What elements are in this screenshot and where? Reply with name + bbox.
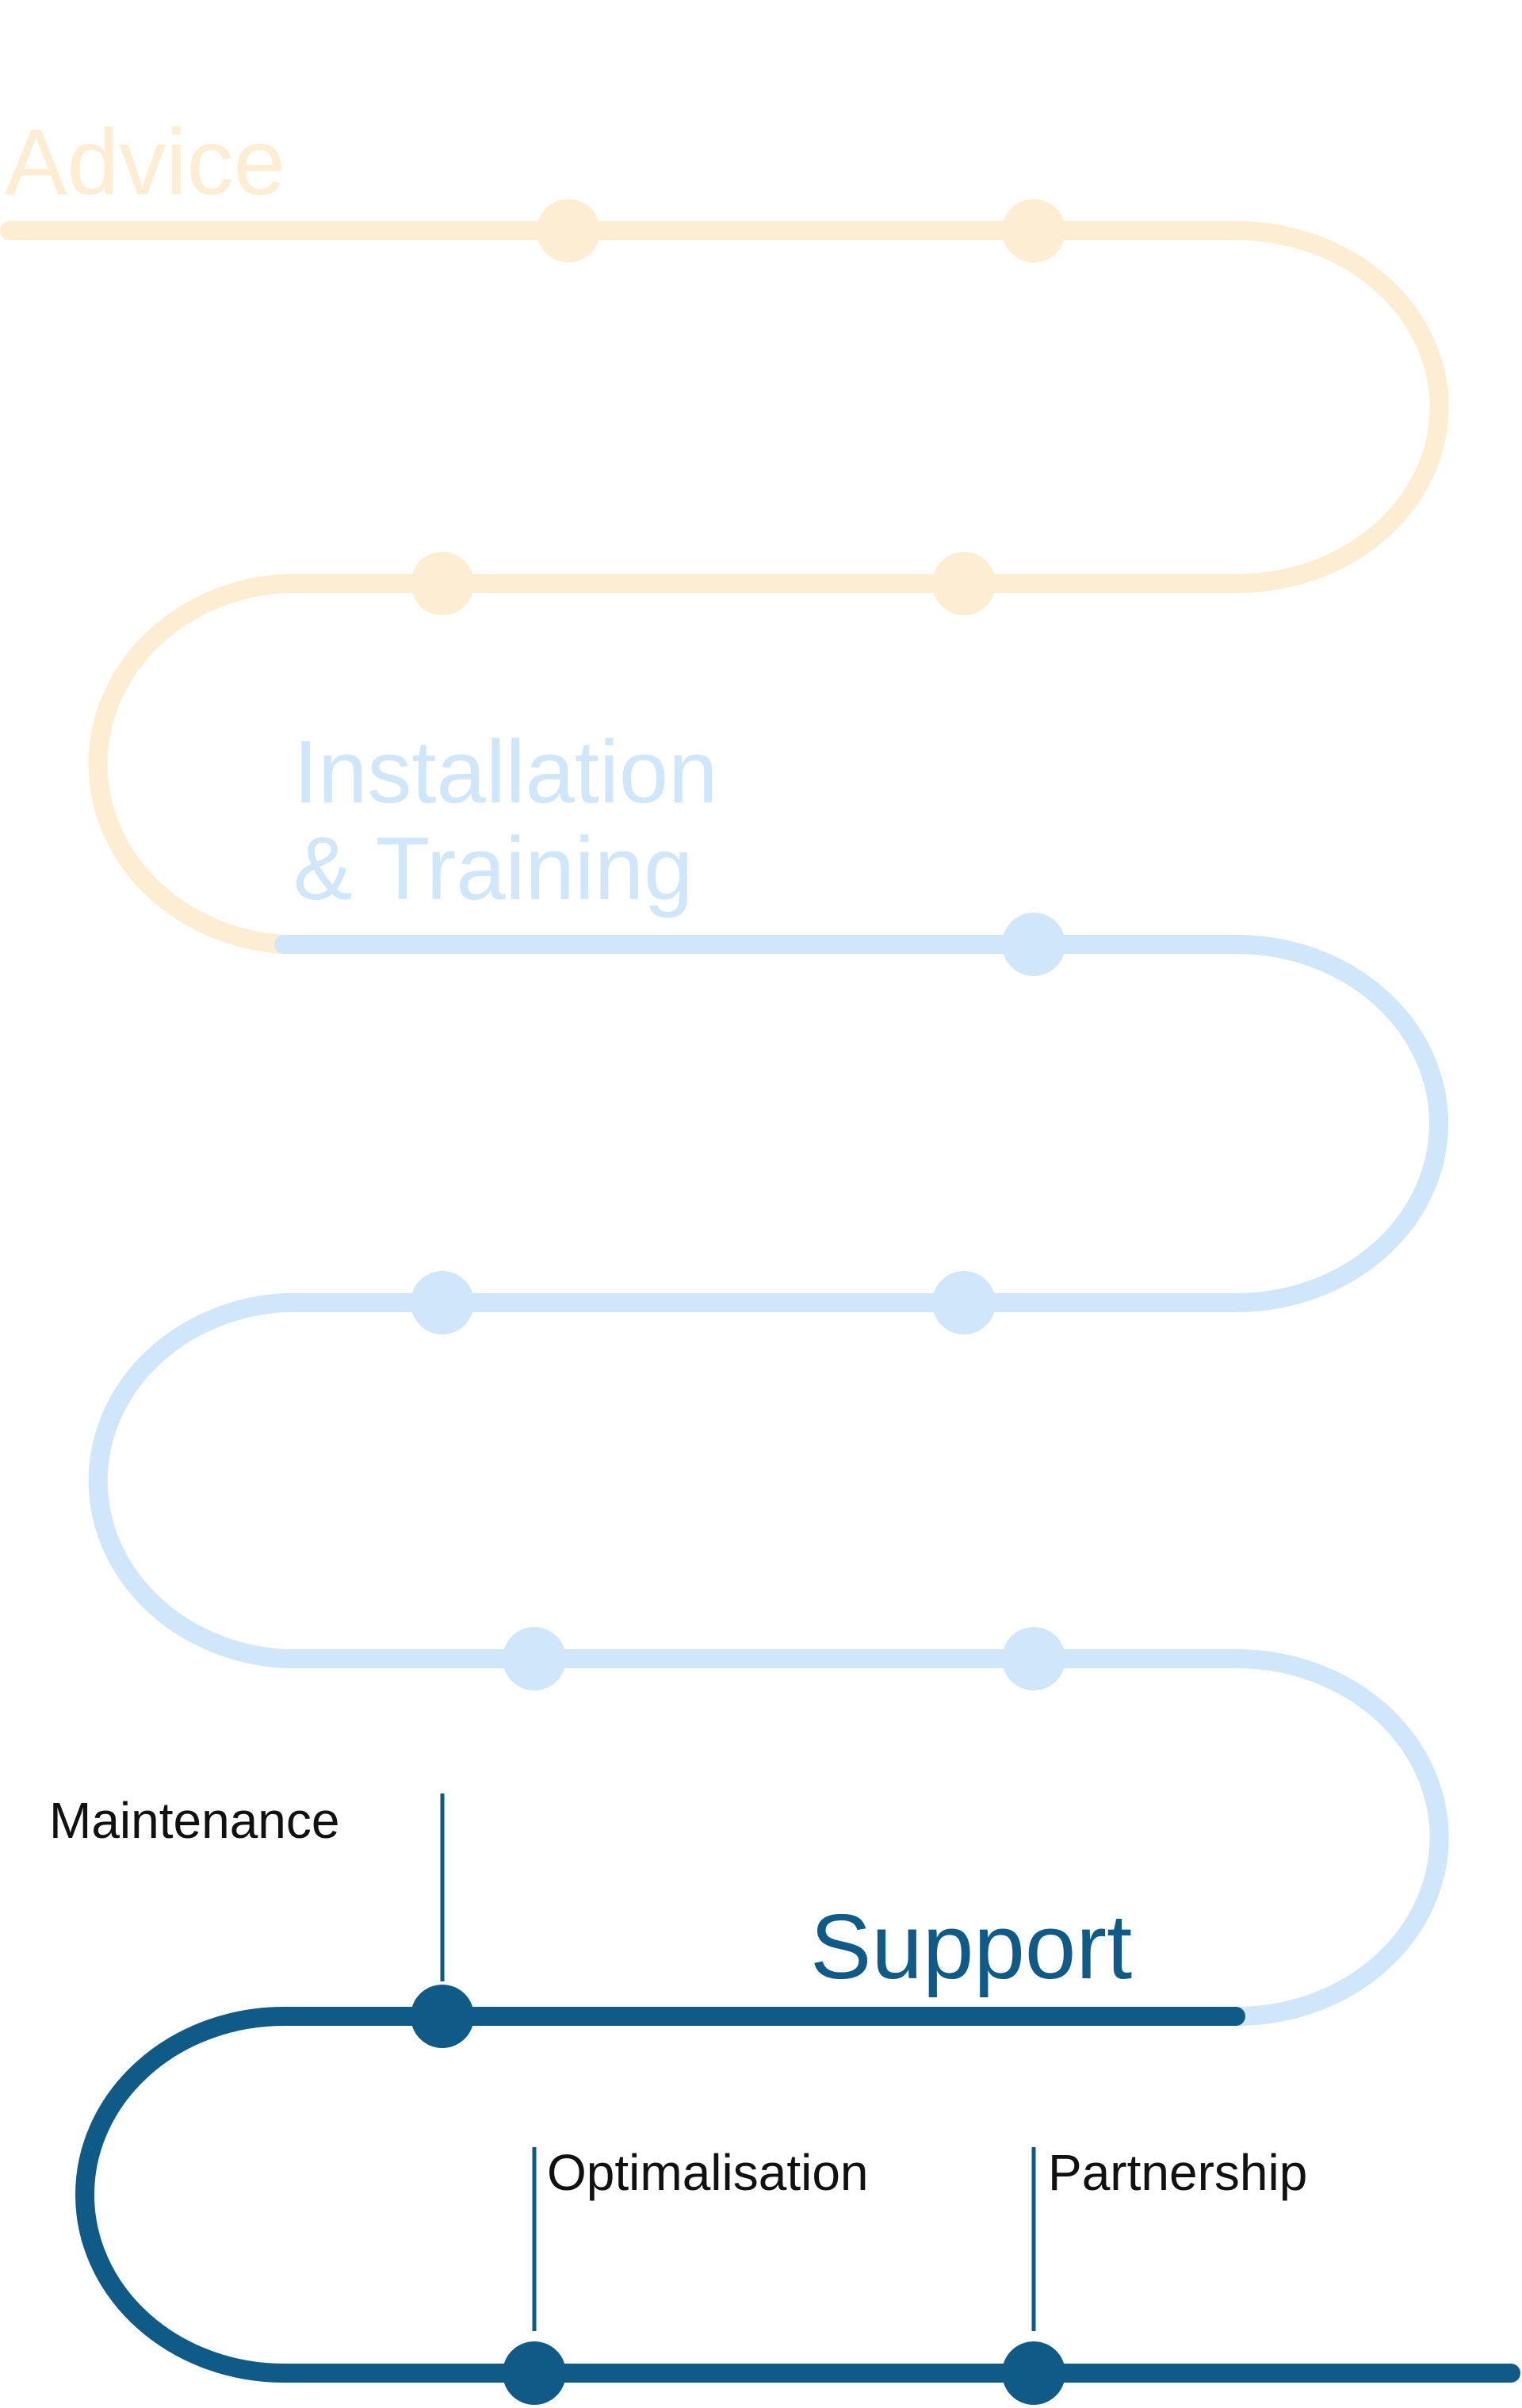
milestone-dot — [1002, 913, 1065, 976]
stage-title-training: & Training — [293, 819, 693, 918]
milestone-dot — [932, 1271, 996, 1334]
stage-title-advice: Advice — [5, 110, 285, 215]
milestone-dot — [537, 199, 600, 262]
stage-title-support: Support — [810, 1895, 1132, 1998]
support-path — [75, 2007, 1520, 2383]
installation-path — [88, 935, 1449, 2026]
milestone-dot — [411, 1271, 474, 1334]
advice-path — [0, 221, 1449, 954]
optimalisation-dot — [503, 2341, 566, 2405]
partnership-dot — [1002, 2341, 1065, 2405]
milestone-dot — [1002, 199, 1065, 262]
milestone-label-maintenance: Maintenance — [49, 1792, 339, 1849]
milestone-label-optimalisation: Optimalisation — [547, 2144, 869, 2201]
milestone-label-partnership: Partnership — [1048, 2144, 1307, 2201]
milestone-dot — [411, 552, 474, 615]
milestone-dot — [503, 1627, 566, 1690]
stage-title-installation: Installation — [293, 722, 717, 821]
milestone-dot — [1002, 1627, 1065, 1690]
maintenance-dot — [411, 1985, 474, 2048]
milestone-dot — [932, 552, 996, 615]
